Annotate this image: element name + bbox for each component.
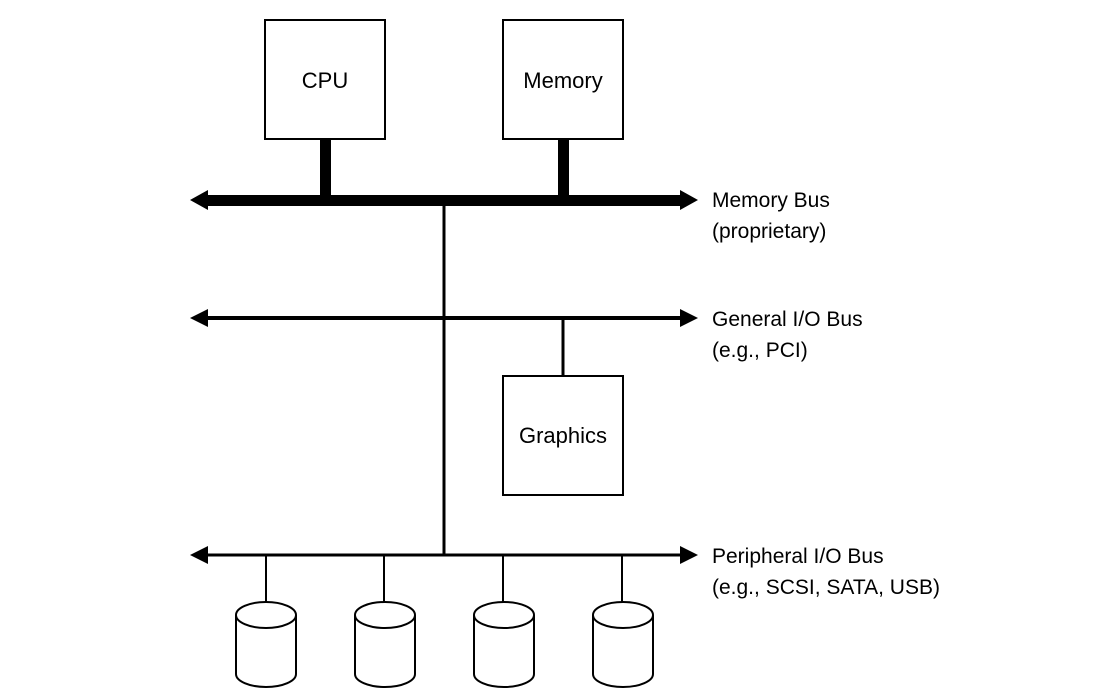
disk-icon	[354, 601, 416, 688]
disk-icon	[235, 601, 297, 688]
memory-bus-note: (proprietary)	[712, 220, 826, 243]
general-io-bus-right-arrow	[680, 309, 698, 327]
graphics-label: Graphics	[519, 423, 607, 448]
peripheral-io-bus	[190, 546, 698, 564]
peripheral-io-bus-left-arrow	[190, 546, 208, 564]
graphics-box: Graphics	[502, 375, 624, 496]
memory-bus-left-arrow	[190, 190, 208, 210]
general-io-bus-note: (e.g., PCI)	[712, 339, 808, 362]
disk-icon	[473, 601, 535, 688]
memory-bus-label: Memory Bus	[712, 189, 830, 212]
cpu-memory-bus-connector	[320, 139, 331, 199]
memory-memory-bus-connector	[558, 139, 569, 199]
memory-bus-right-arrow	[680, 190, 698, 210]
memory-box: Memory	[502, 19, 624, 140]
cpu-label: CPU	[302, 68, 348, 93]
peripheral-io-bus-right-arrow	[680, 546, 698, 564]
disk-icon	[592, 601, 654, 688]
general-io-bus-left-arrow	[190, 309, 208, 327]
peripheral-io-bus-label: Peripheral I/O Bus	[712, 545, 884, 568]
peripheral-io-bus-note: (e.g., SCSI, SATA, USB)	[712, 576, 940, 599]
cpu-box: CPU	[264, 19, 386, 140]
general-io-bus-label: General I/O Bus	[712, 308, 863, 331]
memory-label: Memory	[523, 68, 602, 93]
general-io-bus	[190, 309, 698, 327]
